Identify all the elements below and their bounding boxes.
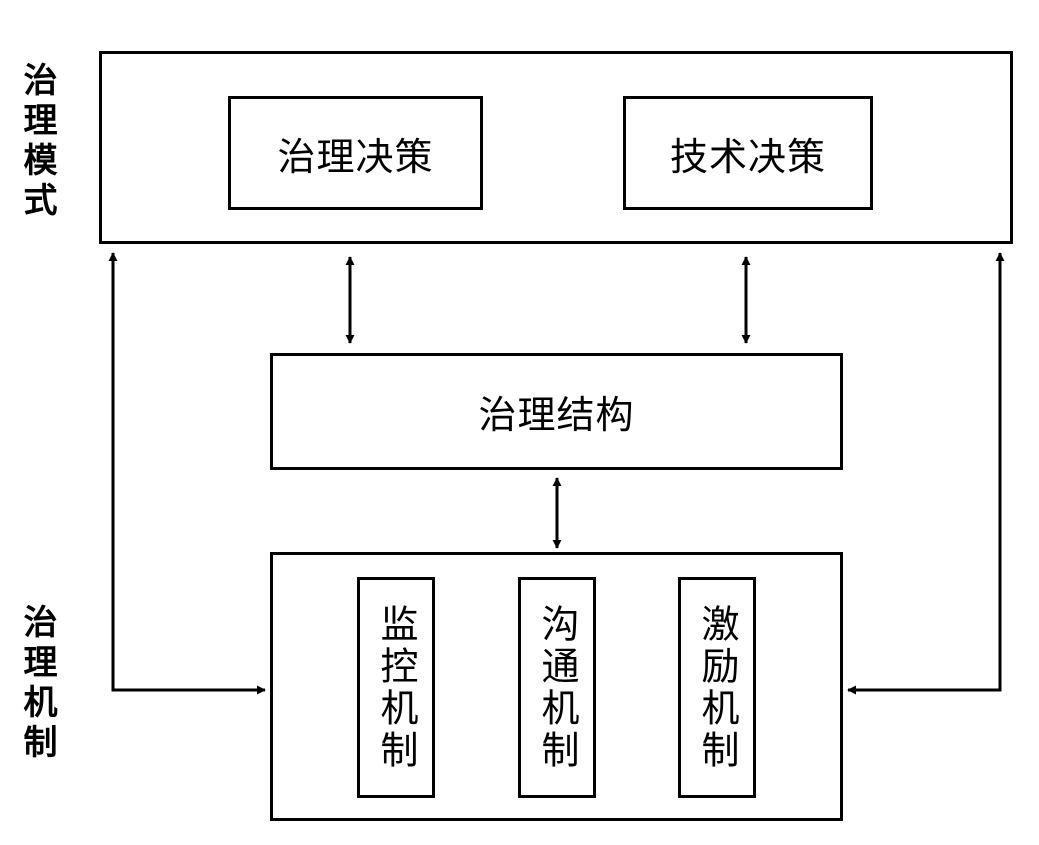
governance-structure-box (270, 353, 843, 470)
incentive-mechanism-label: 激励机制 (695, 603, 739, 772)
side-label-governance-mode: 治理模式 (17, 62, 57, 222)
communication-mechanism-label: 沟通机制 (535, 603, 579, 772)
governance-decision-label: 治理决策 (277, 134, 434, 179)
monitoring-mechanism-label: 监控机制 (374, 603, 418, 772)
communication-mechanism-box (518, 577, 596, 798)
governance-decision-box (228, 96, 483, 210)
arrow-right-loop (847, 252, 1005, 695)
governance-structure-label: 治理结构 (478, 393, 635, 437)
side-label-governance-mechanism: 治理机制 (17, 604, 57, 764)
incentive-mechanism-box (678, 577, 756, 798)
arrow-left-loop (108, 252, 266, 695)
technical-decision-box (623, 96, 873, 210)
monitoring-mechanism-box (357, 577, 435, 798)
technical-decision-label: 技术决策 (669, 134, 826, 179)
